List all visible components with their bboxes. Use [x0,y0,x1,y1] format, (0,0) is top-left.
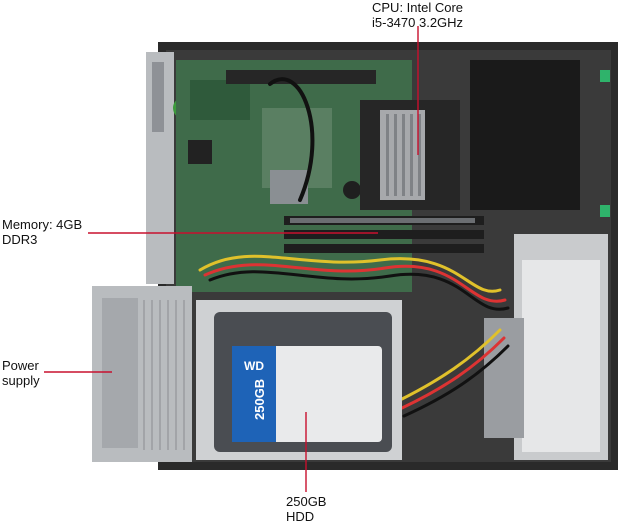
power-callout-line-1: Power [2,358,39,373]
memory-slot-2 [284,230,484,239]
pci-slot [226,70,376,84]
hdd-callout-line-1: 250GB [286,494,327,509]
optical-drive [522,260,600,452]
drive-capacity-text: 250GB [252,379,267,420]
memory-module [290,218,475,223]
airflow-shroud [470,60,580,210]
psu-vent-grille [143,300,185,450]
memory-callout-line-2: DDR3 [2,232,38,247]
power-supply-callout-label: Power supply [2,358,40,388]
callout-lines [44,26,419,492]
power-callout-line-2: supply [2,373,40,388]
cpu-callout-line-1: CPU: Intel Core [372,0,464,15]
hdd-callout-label: 250GB HDD [286,494,326,524]
memory-callout-line-1: Memory: 4GB [2,217,83,232]
hdd-callout-line-2: HDD [286,509,315,524]
cmos-battery [343,181,361,199]
tool-less-latch [600,70,610,82]
cpu-callout-line-2: i5-3470 3.2GHz [372,15,464,30]
power-cables [198,77,510,418]
memory-callout-label: Memory: 4GB DDR3 [2,217,82,247]
wd-logo-text: WD [244,359,264,373]
cpu-callout-label: CPU: Intel Core i5-3470 3.2GHz [372,0,463,30]
memory-slot-3 [284,244,484,253]
